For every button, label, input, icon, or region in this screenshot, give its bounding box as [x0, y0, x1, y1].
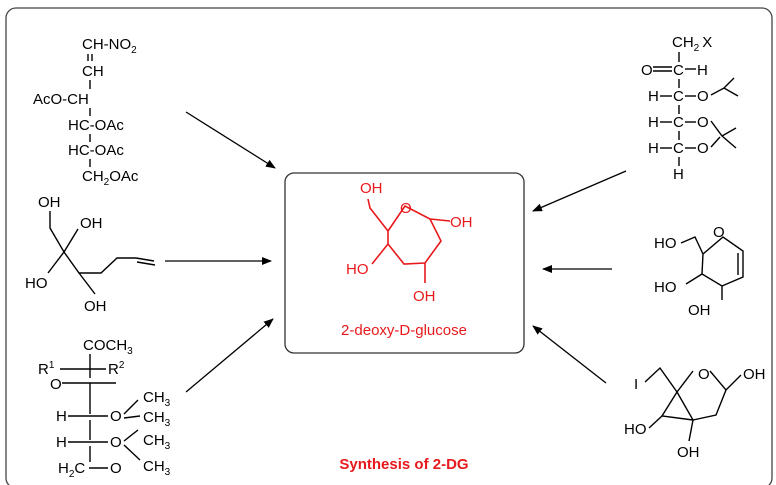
svg-text:O: O: [713, 224, 725, 241]
svg-text:H: H: [56, 408, 67, 425]
svg-text:O: O: [641, 62, 653, 79]
svg-text:OH: OH: [743, 366, 766, 383]
svg-text:R1: R1: [38, 360, 55, 378]
svg-text:C: C: [673, 140, 684, 157]
svg-text:CH2OAc: CH2OAc: [82, 168, 139, 188]
svg-text:R2: R2: [108, 360, 125, 378]
polyol-alkene-structure: OH OH HO OH: [25, 194, 156, 315]
svg-text:OH: OH: [677, 444, 700, 461]
product-name: 2-deoxy-D-glucose: [341, 322, 467, 339]
svg-text:I: I: [634, 376, 638, 393]
iodo-deoxy-sugar-structure: I O OH HO OH: [624, 366, 766, 461]
svg-text:H2C: H2C: [58, 460, 85, 480]
svg-text:O: O: [50, 376, 62, 393]
o-label: O: [400, 200, 412, 217]
svg-text:CH: CH: [82, 63, 104, 80]
svg-text:CH3: CH3: [143, 458, 171, 478]
nitro-sugar-structure: CH-NO2 CH AcO-CH HC-OAc HC-OAc CH2OAc: [33, 36, 139, 188]
svg-text:H: H: [648, 140, 659, 157]
caption: Synthesis of 2-DG: [339, 456, 468, 473]
svg-text:CH-NO2: CH-NO2: [82, 36, 137, 56]
svg-text:H: H: [56, 434, 67, 451]
svg-text:C: C: [673, 62, 684, 79]
svg-text:H: H: [648, 114, 659, 131]
svg-text:OH: OH: [688, 302, 711, 319]
arrow-bottom-left: [185, 318, 274, 393]
glucal-structure: HO O HO OH: [654, 224, 744, 319]
svg-text:CH3: CH3: [143, 409, 171, 429]
svg-text:O: O: [110, 408, 122, 425]
product-box: [284, 172, 525, 354]
svg-text:HO: HO: [25, 275, 48, 292]
svg-text:HC-OAc: HC-OAc: [68, 117, 124, 134]
svg-text:C: C: [673, 114, 684, 131]
svg-text:OH: OH: [38, 194, 61, 211]
svg-text:H: H: [673, 166, 684, 183]
svg-text:OH: OH: [80, 215, 103, 232]
oh-label: OH: [413, 288, 436, 305]
oh-label: OH: [450, 214, 473, 231]
svg-text:O: O: [110, 434, 122, 451]
arrow-top-right: [532, 170, 627, 212]
oh-label: OH: [360, 180, 383, 197]
svg-text:H: H: [648, 88, 659, 105]
outer-frame: [5, 7, 773, 485]
svg-text:O: O: [697, 88, 709, 105]
arrow-top-left: [185, 111, 276, 169]
svg-text:C: C: [673, 88, 684, 105]
svg-text:O: O: [697, 114, 709, 131]
svg-text:HO: HO: [654, 235, 677, 252]
svg-text:AcO-CH: AcO-CH: [33, 91, 89, 108]
svg-text:CH3: CH3: [143, 432, 171, 452]
svg-text:HC-OAc: HC-OAc: [68, 142, 124, 159]
svg-text:HO: HO: [654, 279, 677, 296]
svg-text:O: O: [698, 366, 710, 383]
svg-text:O: O: [110, 460, 122, 477]
acetonide-ketone-structure: COCH3 R1 R2 O H O CH3 CH3 H O CH3 CH3 H2…: [38, 337, 171, 480]
arrow-bottom-right: [532, 325, 607, 384]
svg-text:COCH3: COCH3: [83, 337, 133, 357]
product-structure: OH O OH HO OH: [346, 180, 473, 305]
svg-text:O: O: [697, 140, 709, 157]
svg-text:CH3: CH3: [143, 389, 171, 409]
svg-text:OH: OH: [84, 298, 107, 315]
svg-text:HO: HO: [624, 421, 647, 438]
ho-label: HO: [346, 261, 369, 278]
svg-text:H: H: [697, 62, 708, 79]
